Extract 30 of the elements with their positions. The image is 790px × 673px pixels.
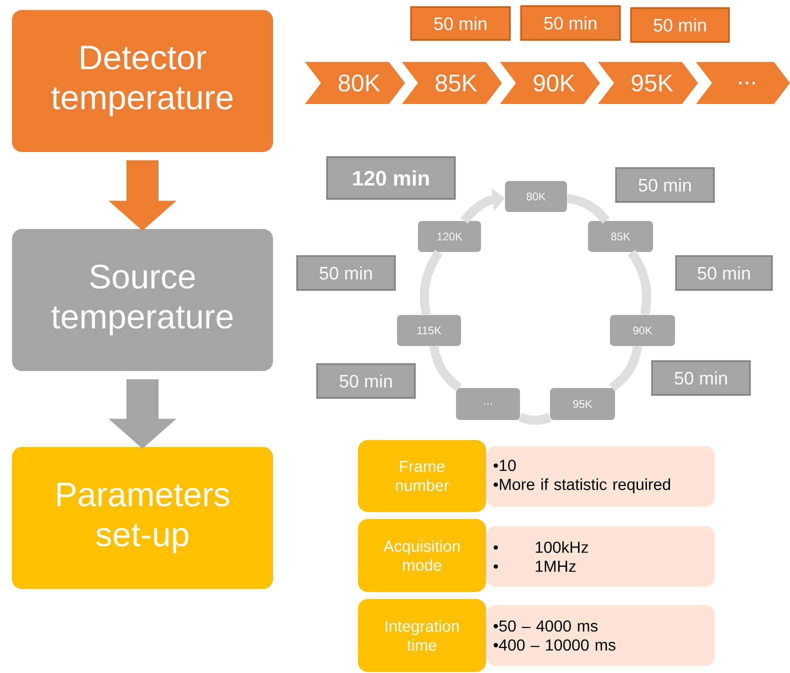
chevron-step: 95K xyxy=(598,62,698,104)
cycle-step-box: 80K xyxy=(505,181,567,212)
duration-box: 50 min xyxy=(630,7,730,43)
step-box: Detector temperature xyxy=(12,10,273,152)
step-box: Parameters set-up xyxy=(12,447,273,589)
cycle-step-box: 85K xyxy=(588,221,653,252)
duration-box: 120 min xyxy=(326,156,456,200)
cycle-step-box: 115K xyxy=(397,315,461,346)
cycle-step-box: 90K xyxy=(610,315,675,346)
duration-box: 50 min xyxy=(615,167,715,203)
chevron-step: 85K xyxy=(402,62,502,104)
chevron-step: 80K xyxy=(305,62,405,104)
parameter-values-box: • 100kHz • 1MHz xyxy=(486,526,715,587)
parameter-label-box: Frame number xyxy=(358,440,486,512)
parameter-values-box: •50 – 4000 ms •400 – 10000 ms xyxy=(486,605,715,666)
parameter-label-box: Acquisition mode xyxy=(358,519,486,592)
duration-box: 50 min xyxy=(410,6,511,41)
duration-box: 50 min xyxy=(675,255,773,291)
duration-box: 50 min xyxy=(296,255,396,291)
chevron-step: ... xyxy=(696,62,790,104)
cycle-step-box: ... xyxy=(456,388,520,420)
cycle-step-box: 95K xyxy=(550,388,615,420)
cycle-step-box: 120K xyxy=(418,221,481,252)
parameter-values-box: •10 •More if statistic required xyxy=(486,446,715,507)
duration-box: 50 min xyxy=(520,5,621,41)
parameter-label-box: Integration time xyxy=(358,599,486,672)
chevron-step: 90K xyxy=(500,62,600,104)
duration-box: 50 min xyxy=(316,363,416,399)
duration-box: 50 min xyxy=(651,360,751,396)
step-box: Source temperature xyxy=(12,229,273,371)
